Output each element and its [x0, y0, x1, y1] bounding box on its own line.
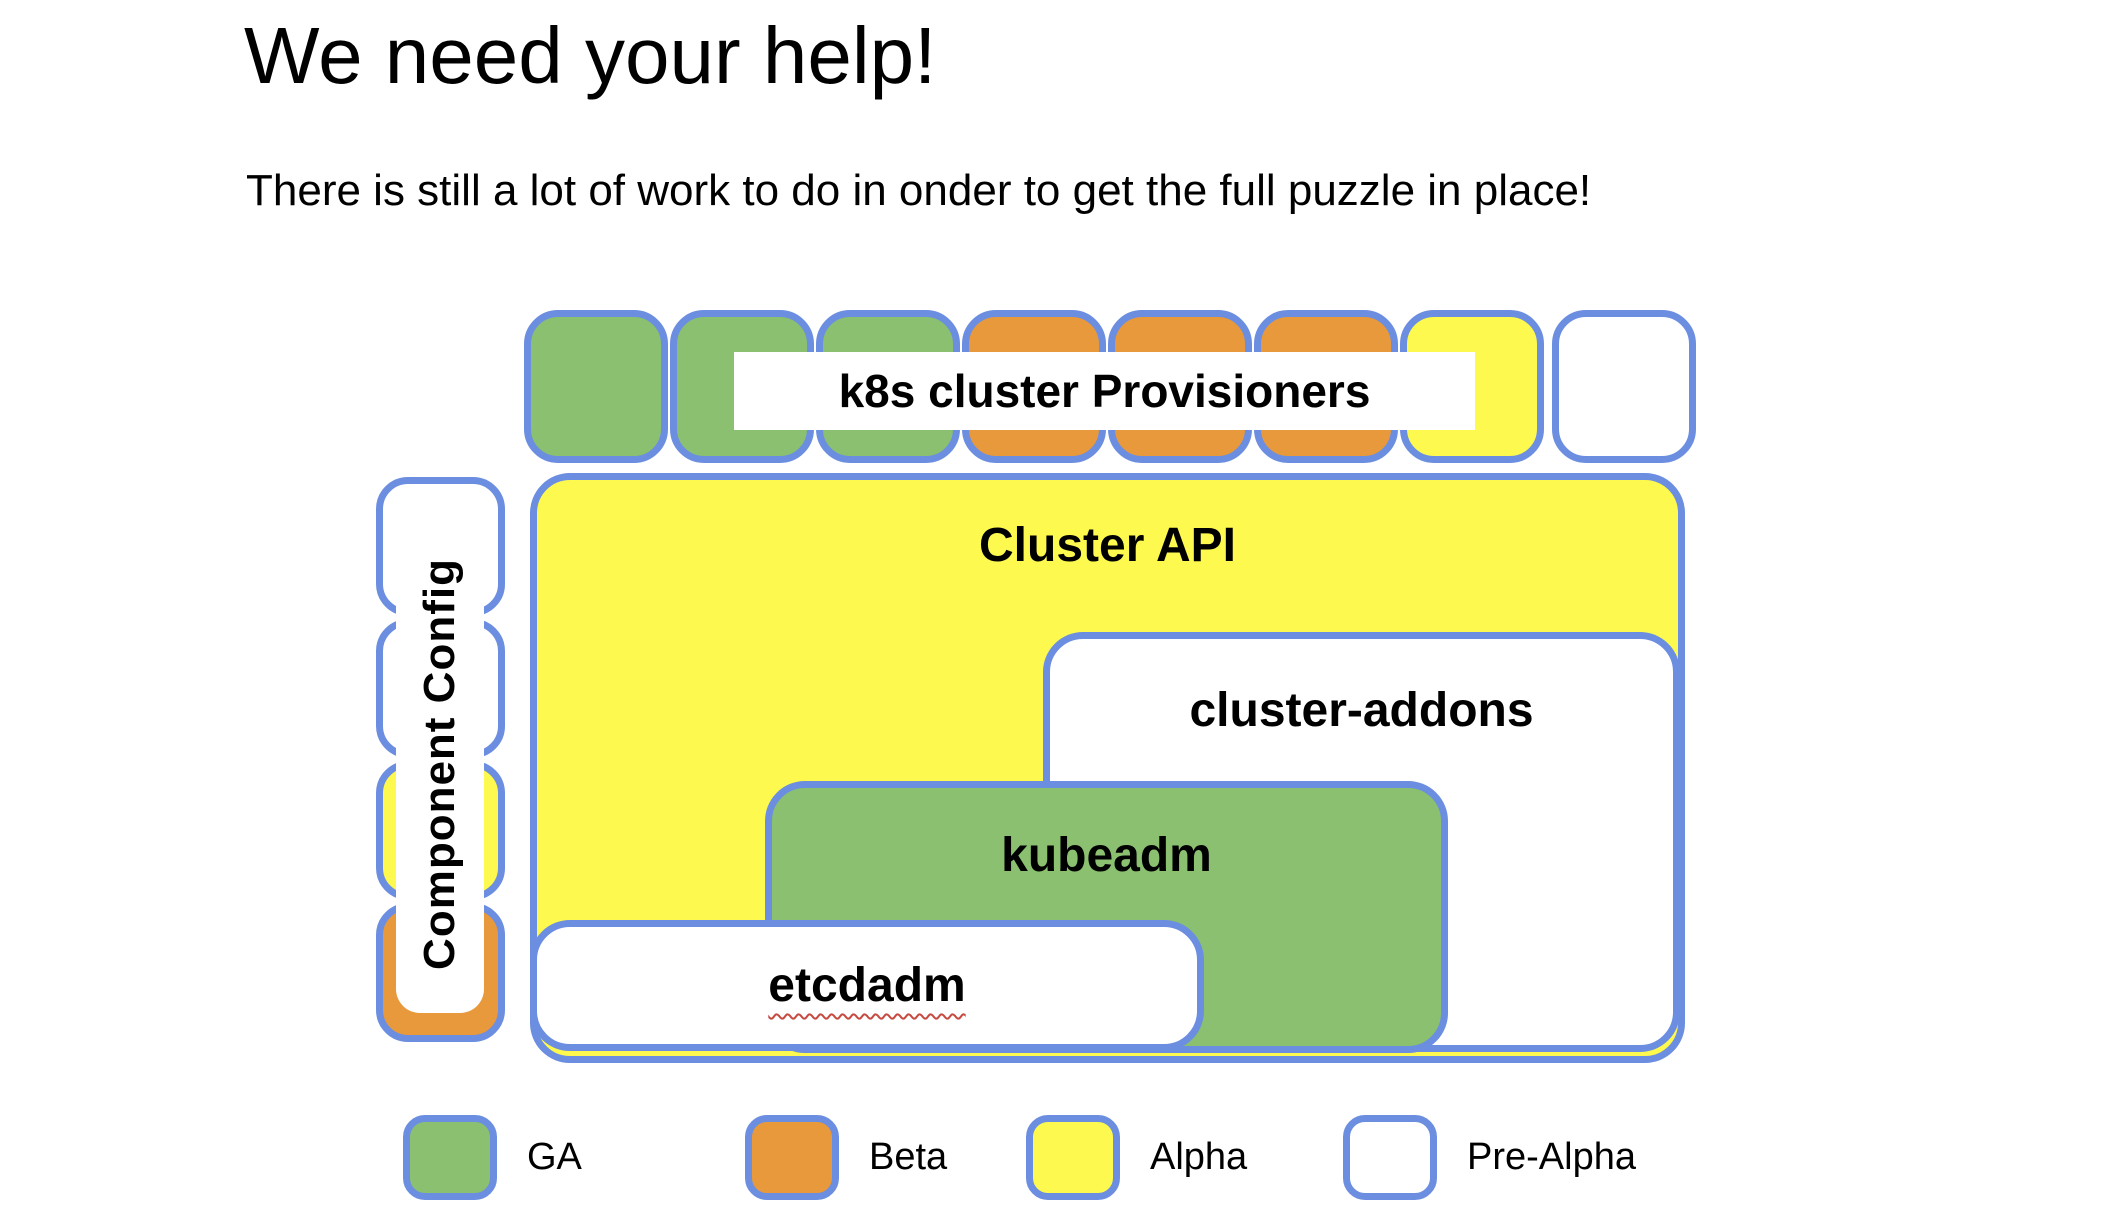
provisioners-label-box: k8s cluster Provisioners [734, 352, 1475, 430]
legend-label: Beta [869, 1136, 948, 1178]
legend-swatch [1343, 1115, 1437, 1200]
legend-swatch [403, 1115, 497, 1200]
etcdadm-box: etcdadm [530, 920, 1204, 1051]
legend-item: Pre-Alpha [1343, 1115, 1636, 1200]
etcdadm-label: etcdadm [537, 958, 1197, 1013]
page-title: We need your help! [244, 11, 937, 100]
legend-item: GA [403, 1115, 582, 1200]
cluster-addons-label: cluster-addons [1189, 684, 1534, 737]
page-subtitle: There is still a lot of work to do in on… [246, 166, 1592, 215]
legend-item: Alpha [1026, 1115, 1247, 1200]
kubeadm-label: kubeadm [1001, 829, 1212, 882]
legend-label: GA [527, 1136, 582, 1178]
component-config-label: Component Config [415, 558, 465, 970]
provisioner-tile [1552, 310, 1696, 463]
provisioner-tile [524, 310, 668, 463]
cluster-api-label: Cluster API [979, 519, 1236, 572]
provisioners-label: k8s cluster Provisioners [838, 365, 1371, 417]
etcdadm-label-text: etcdadm [768, 959, 966, 1012]
legend-label: Pre-Alpha [1467, 1136, 1636, 1178]
legend-label: Alpha [1150, 1136, 1248, 1178]
legend-item: Beta [745, 1115, 947, 1200]
legend-swatch [745, 1115, 839, 1200]
component-config-label-box: Component Config [396, 515, 484, 1013]
legend-swatch [1026, 1115, 1120, 1200]
